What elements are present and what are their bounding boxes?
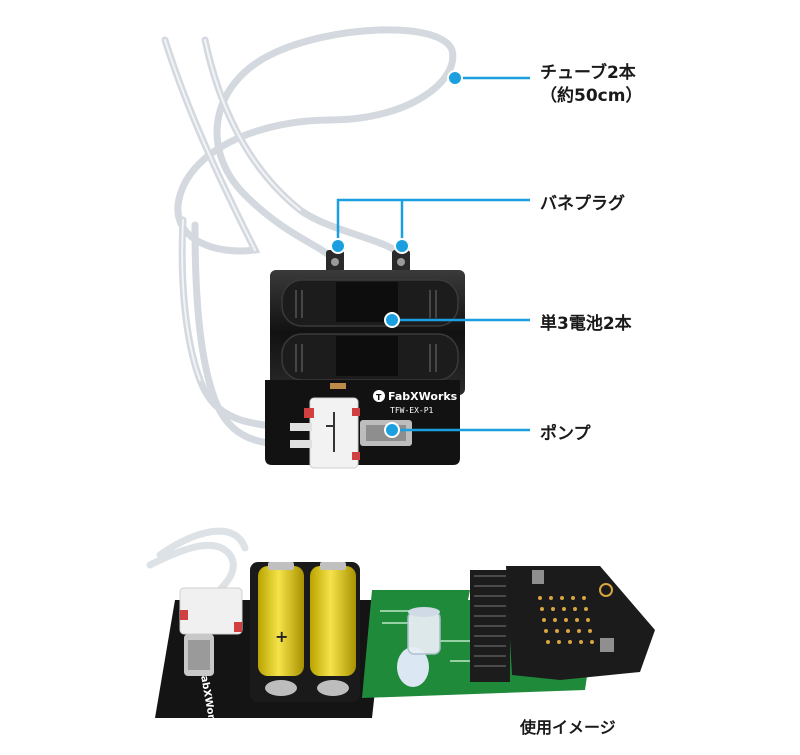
battery-holder-top xyxy=(270,270,465,395)
usage-image: FabXWorks + xyxy=(146,527,655,733)
callout-lines xyxy=(336,76,530,432)
brand-text-top: FabXWorks xyxy=(388,390,458,403)
usage-caption: 使用イメージ xyxy=(520,718,616,737)
tube-label: チューブ2本 （約50cm） xyxy=(540,62,642,108)
svg-text:T: T xyxy=(376,393,382,402)
spring-plug-right xyxy=(392,250,410,274)
battery-right xyxy=(310,562,356,696)
model-text-top: TFW-EX-P1 xyxy=(390,406,434,415)
tube-label-line1: チューブ2本 xyxy=(540,63,636,83)
pump-label: ポンプ xyxy=(540,424,591,444)
callout-dots xyxy=(330,70,463,438)
pump-board-top: T FabXWorks TFW-EX-P1 xyxy=(265,380,460,469)
batteries-label: 単3電池2本 xyxy=(540,314,632,334)
spring-plug-label: バネプラグ xyxy=(540,194,625,214)
tube-label-line2: （約50cm） xyxy=(540,85,643,106)
microbit xyxy=(506,566,655,680)
svg-text:+: + xyxy=(275,627,288,646)
spring-plug-left xyxy=(326,250,344,274)
battery-left: + xyxy=(258,562,304,696)
